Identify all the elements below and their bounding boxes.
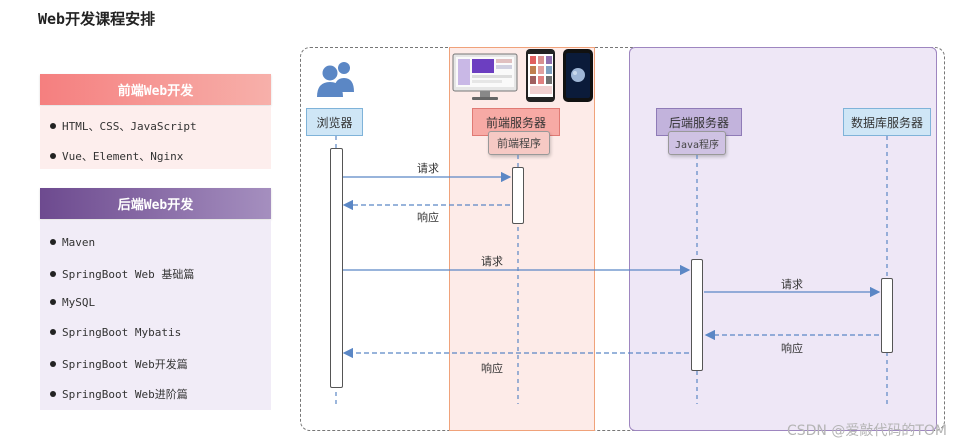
back-course-item: MySQL xyxy=(50,296,95,309)
back-server-activation-bar xyxy=(691,259,703,371)
tablet-icon xyxy=(526,49,555,102)
bullet-icon xyxy=(50,271,56,277)
bullet-icon xyxy=(50,153,56,159)
bullet-icon xyxy=(50,329,56,335)
front-panel-body: HTML、CSS、JavaScript Vue、Element、Nginx xyxy=(40,106,271,169)
bullet-icon xyxy=(50,239,56,245)
back-panel-body: Maven SpringBoot Web 基础篇 MySQL SpringBoo… xyxy=(40,220,271,410)
front-panel-header: 前端Web开发 xyxy=(40,74,271,105)
java-program-label: Java程序 xyxy=(668,131,726,155)
bullet-icon xyxy=(50,299,56,305)
response-label: 响应 xyxy=(481,362,503,375)
bullet-icon xyxy=(50,361,56,367)
users-icon xyxy=(317,62,354,97)
back-course-item: Maven xyxy=(50,236,95,249)
phone-icon xyxy=(563,49,593,102)
browser-activation-bar xyxy=(330,148,343,388)
page-title: Web开发课程安排 xyxy=(38,10,156,28)
front-course-item: Vue、Element、Nginx xyxy=(50,148,183,164)
desktop-monitor-icon xyxy=(452,53,518,100)
front-program-label: 前端程序 xyxy=(488,131,550,155)
response-label: 响应 xyxy=(781,342,803,355)
request-label: 请求 xyxy=(481,255,503,268)
bullet-icon xyxy=(50,123,56,129)
front-course-item: HTML、CSS、JavaScript xyxy=(50,118,197,134)
back-course-item: SpringBoot Web进阶篇 xyxy=(50,386,188,402)
bullet-icon xyxy=(50,391,56,397)
db-server-activation-bar xyxy=(881,278,893,353)
back-panel-header: 后端Web开发 xyxy=(40,188,271,219)
request-label: 请求 xyxy=(417,162,439,175)
diagram-frame xyxy=(300,47,945,431)
back-course-item: SpringBoot Mybatis xyxy=(50,326,181,339)
back-course-item: SpringBoot Web开发篇 xyxy=(50,356,188,372)
browser-actor: 浏览器 xyxy=(306,108,363,136)
back-course-item: SpringBoot Web 基础篇 xyxy=(50,266,194,282)
watermark: CSDN @爱敲代码的TOM xyxy=(786,423,947,439)
request-label: 请求 xyxy=(781,278,803,291)
db-server-actor: 数据库服务器 xyxy=(843,108,931,136)
response-label: 响应 xyxy=(417,211,439,224)
front-server-activation-bar xyxy=(512,167,524,224)
